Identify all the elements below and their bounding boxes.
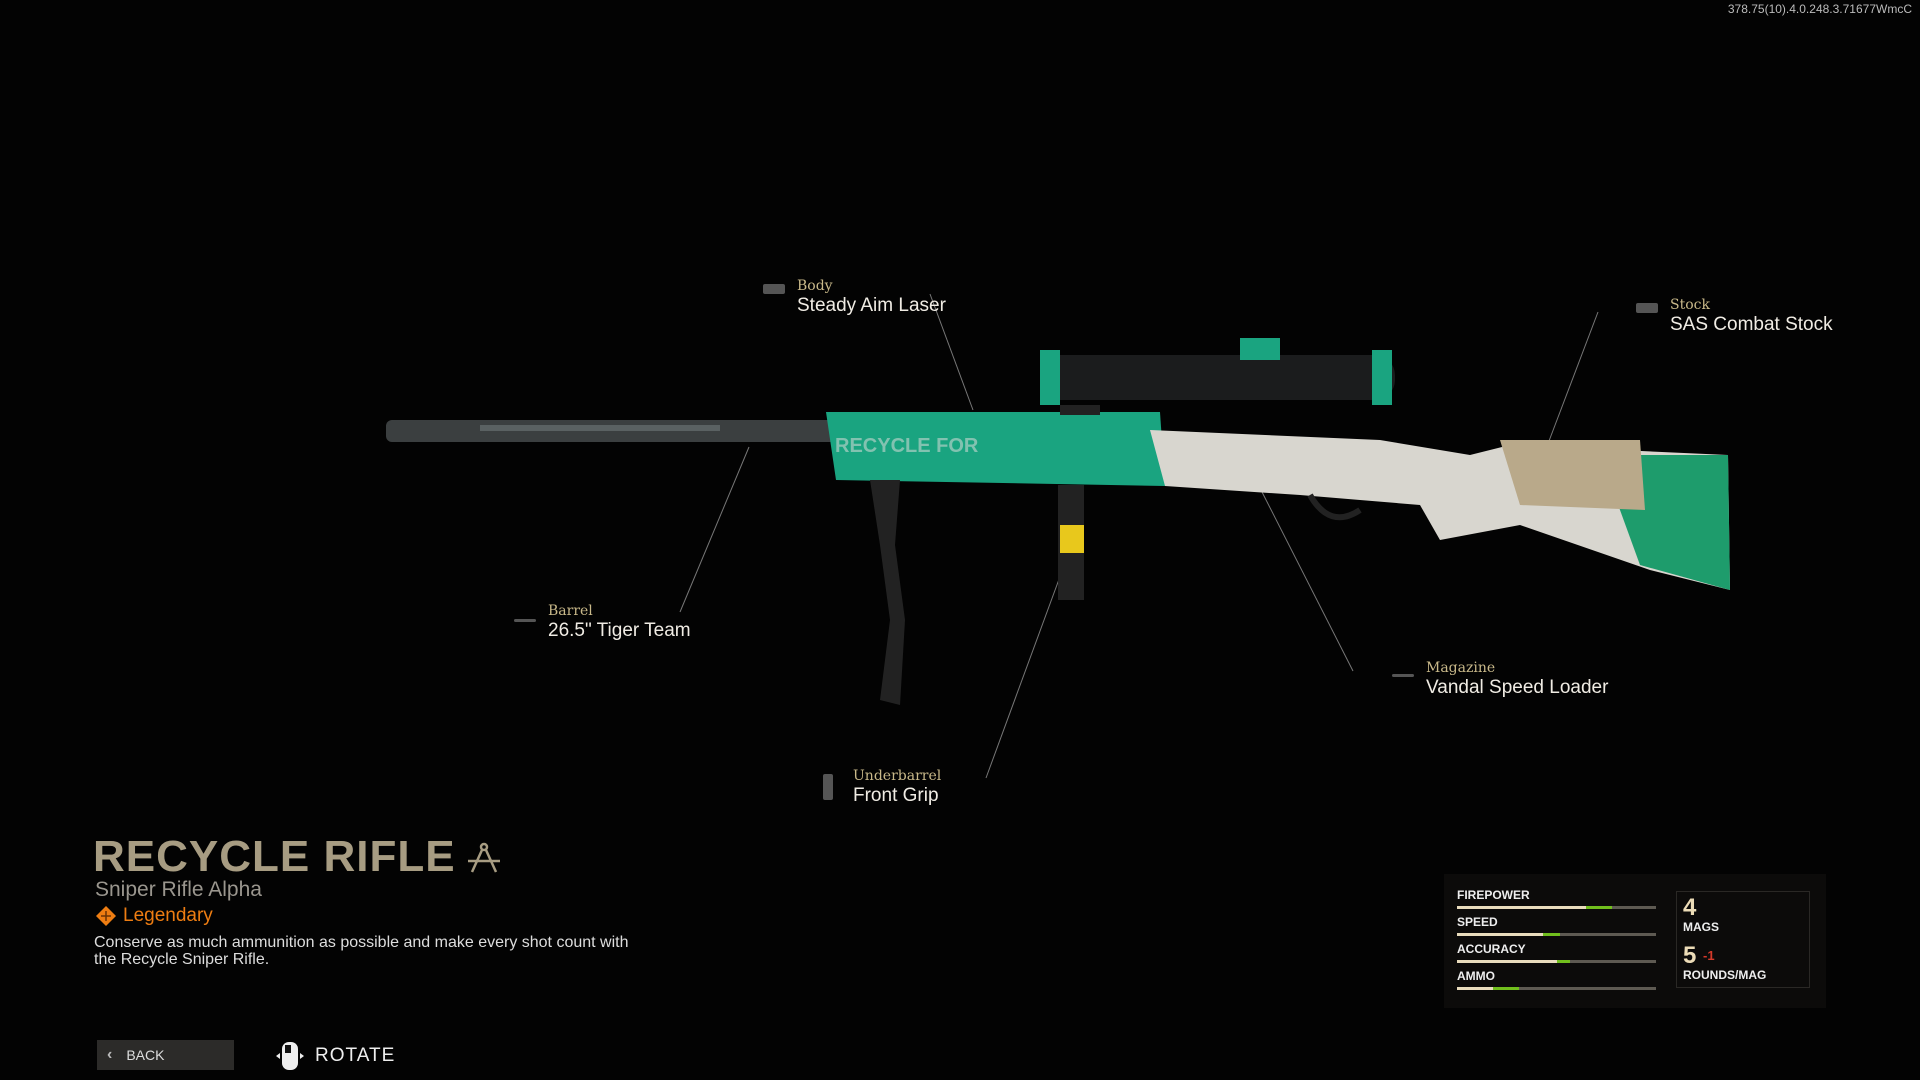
stock-attachment-icon — [1636, 303, 1658, 313]
stat-bar-base — [1457, 987, 1493, 990]
attachment-magazine[interactable]: Magazine Vandal Speed Loader — [1392, 660, 1609, 699]
weapon-description: Conserve as much ammunition as possible … — [94, 934, 629, 968]
attachment-slot-label: Barrel — [548, 603, 593, 619]
stat-ammo: AMMO — [1457, 969, 1656, 990]
legendary-diamond-icon — [96, 906, 116, 926]
stat-bar-base — [1457, 933, 1543, 936]
attachment-slot-label: Magazine — [1426, 660, 1496, 676]
stat-label: ACCURACY — [1457, 942, 1526, 956]
rotate-label: ROTATE — [315, 1045, 396, 1066]
blueprint-compass-icon — [467, 842, 500, 873]
rounds-label: ROUNDS/MAG — [1683, 968, 1767, 982]
stat-bar — [1457, 933, 1656, 936]
stat-bar — [1457, 906, 1656, 909]
attachment-barrel[interactable]: Barrel 26.5" Tiger Team — [514, 603, 691, 642]
weapon-type: Sniper Rifle Alpha — [95, 878, 262, 901]
back-button[interactable]: ‹ BACK — [97, 1040, 234, 1070]
attachment-value: Front Grip — [853, 785, 939, 806]
stat-bar — [1457, 987, 1656, 990]
attachment-value: 26.5" Tiger Team — [548, 620, 691, 641]
stat-bar-base — [1457, 906, 1587, 909]
attachment-leader-lines — [679, 293, 1599, 779]
weapon-title: RECYCLE RIFLE — [93, 832, 502, 882]
ammo-box: 4 MAGS 5 -1 ROUNDS/MAG — [1676, 891, 1810, 988]
barrel-attachment-icon — [514, 619, 536, 622]
rounds-count: 5 — [1683, 942, 1697, 969]
rounds-delta: -1 — [1703, 948, 1715, 963]
stat-label: AMMO — [1457, 969, 1495, 983]
stats-panel: FIREPOWER SPEED ACCURACY AMMO 4 MAGS 5 -1 R… — [1444, 874, 1826, 1008]
magazine-attachment-icon — [1392, 674, 1414, 677]
rotate-hint: ROTATE — [275, 1040, 395, 1072]
weapon-name: RECYCLE RIFLE — [93, 832, 456, 881]
mouse-icon — [276, 1042, 304, 1070]
attachment-body[interactable]: Body Steady Aim Laser — [763, 278, 946, 317]
attachment-underbarrel[interactable]: Underbarrel Front Grip — [823, 768, 942, 807]
stat-label: SPEED — [1457, 915, 1498, 929]
chevron-left-icon: ‹ — [107, 1046, 113, 1063]
svg-text:RECYCLE FOR: RECYCLE FOR — [835, 435, 979, 457]
mags-label: MAGS — [1683, 920, 1719, 934]
rifle-illustration: RECYCLE FOR — [386, 338, 1730, 705]
attachment-slot-label: Stock — [1670, 297, 1710, 313]
stat-speed: SPEED — [1457, 915, 1656, 936]
rarity-label: Legendary — [123, 905, 213, 926]
attachment-value: SAS Combat Stock — [1670, 314, 1833, 335]
stat-accuracy: ACCURACY — [1457, 942, 1656, 963]
attachment-slot-label: Underbarrel — [853, 768, 942, 784]
back-label: BACK — [126, 1047, 165, 1063]
body-attachment-icon — [763, 284, 785, 294]
attachment-value: Vandal Speed Loader — [1426, 677, 1609, 698]
rarity-badge: Legendary — [95, 905, 213, 927]
stat-label: FIREPOWER — [1457, 888, 1530, 902]
attachment-value: Steady Aim Laser — [797, 295, 946, 316]
stat-bar-base — [1457, 960, 1557, 963]
attachment-stock[interactable]: Stock SAS Combat Stock — [1636, 297, 1833, 336]
build-version: 378.75(10).4.0.248.3.71677WmcC — [1727, 2, 1912, 16]
stat-firepower: FIREPOWER — [1457, 888, 1656, 909]
mags-count: 4 — [1683, 894, 1697, 921]
stat-bar — [1457, 960, 1656, 963]
underbarrel-attachment-icon — [823, 774, 833, 800]
attachment-slot-label: Body — [797, 278, 833, 294]
